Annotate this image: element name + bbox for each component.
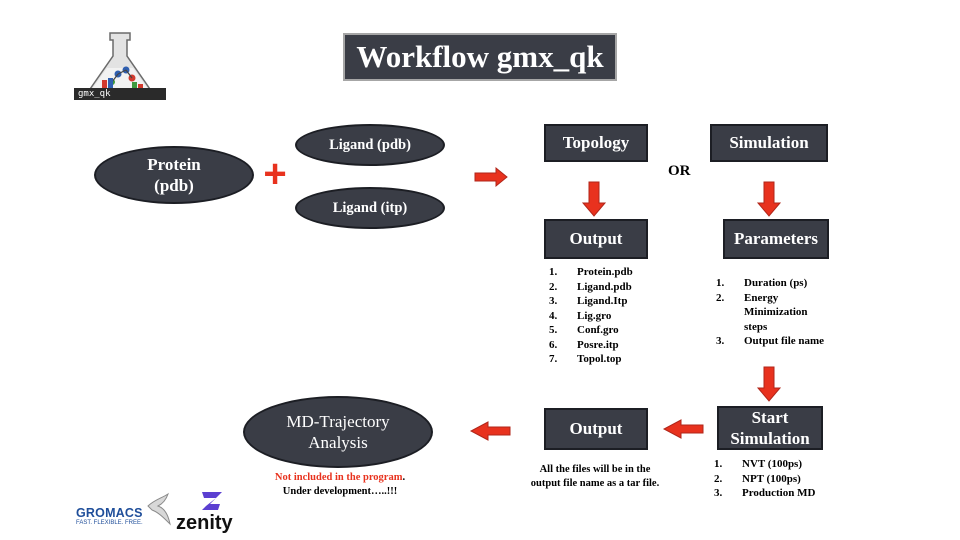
simulation-output-box: Output <box>544 408 648 450</box>
list-item: 1.Protein.pdb <box>549 266 633 278</box>
gromacs-logo: GROMACS FAST. FLEXIBLE. FREE. <box>76 492 176 531</box>
not-included-period: . <box>402 472 406 483</box>
gromacs-wordmark: GROMACS <box>76 506 143 520</box>
simulation-box: Simulation <box>710 124 828 162</box>
start-simulation-box: Start Simulation <box>717 406 823 450</box>
list-item: 3.Output file name <box>716 335 825 347</box>
list-item: 2.Ligand.pdb <box>549 280 632 293</box>
page-title: Workflow gmx_qk <box>343 33 617 81</box>
flask-molecule-icon <box>86 32 162 102</box>
arrow-topology-to-output <box>581 181 607 217</box>
arrow-simulation-to-parameters <box>756 181 782 217</box>
arrow-start-to-output <box>662 419 704 439</box>
simulation-output-note: All the files will be in the output file… <box>505 463 685 491</box>
list-item: 6.Posre.itp <box>549 338 619 351</box>
arrow-parameters-to-start <box>756 366 782 402</box>
arrow-inputs-to-topology <box>474 166 508 188</box>
bird-icon <box>147 492 171 526</box>
list-item: 3.Production MD <box>714 487 816 499</box>
list-item: 1.Duration (ps) <box>716 277 808 289</box>
zenity-z-icon <box>202 492 222 510</box>
not-included-text: Not included in the program <box>274 472 403 483</box>
plus-sign: + <box>263 152 287 196</box>
analysis-label-line1: MD-Trajectory <box>286 412 390 431</box>
logo-label: gmx_qk <box>78 89 111 99</box>
output-note-line2: output file name as a tar file. <box>530 478 660 489</box>
protein-format: (pdb) <box>154 176 194 195</box>
analysis-note-line1: Not included in the program. <box>243 471 437 485</box>
parameters-list: 1.Duration (ps) 2.Energy Minimization st… <box>716 276 866 349</box>
protein-label: Protein <box>147 155 201 174</box>
protein-node: Protein (pdb) <box>94 146 254 204</box>
topology-box: Topology <box>544 124 648 162</box>
or-label: OR <box>668 163 691 179</box>
zenity-logo: zenity <box>176 490 246 536</box>
ligand-pdb-node: Ligand (pdb) <box>295 124 445 166</box>
zenity-wordmark: zenity <box>176 512 233 534</box>
list-item: 5.Conf.gro <box>549 324 619 336</box>
under-development-text: Under development…..!!! <box>282 486 398 497</box>
start-label-line2: Simulation <box>730 429 810 448</box>
topology-output-list: 1.Protein.pdb 2.Ligand.pdb 3.Ligand.Itp … <box>549 265 669 367</box>
list-item: 2.Energy Minimization steps <box>716 291 808 333</box>
md-trajectory-analysis-node: MD-Trajectory Analysis <box>243 396 433 468</box>
gromacs-tagline: FAST. FLEXIBLE. FREE. <box>76 520 143 526</box>
gmx-qk-logo <box>74 30 166 102</box>
list-item: 3.Ligand.Itp <box>549 295 628 307</box>
list-item: 1.NVT (100ps) <box>714 458 803 470</box>
logo-label-bar: gmx_qk <box>74 88 166 100</box>
arrow-output-to-analysis <box>469 421 511 441</box>
analysis-note: Not included in the program. Under devel… <box>243 471 437 499</box>
output-note-line1: All the files will be in the <box>539 464 651 475</box>
list-item: 7.Topol.top <box>549 353 622 365</box>
start-label-line1: Start <box>751 408 789 427</box>
parameters-box: Parameters <box>723 219 829 259</box>
list-item: 2.NPT (100ps) <box>714 472 801 485</box>
simulation-steps-list: 1.NVT (100ps) 2.NPT (100ps) 3.Production… <box>714 457 854 501</box>
list-item: 4.Lig.gro <box>549 309 612 322</box>
topology-output-box: Output <box>544 219 648 259</box>
analysis-label-line2: Analysis <box>308 433 368 452</box>
ligand-itp-node: Ligand (itp) <box>295 187 445 229</box>
